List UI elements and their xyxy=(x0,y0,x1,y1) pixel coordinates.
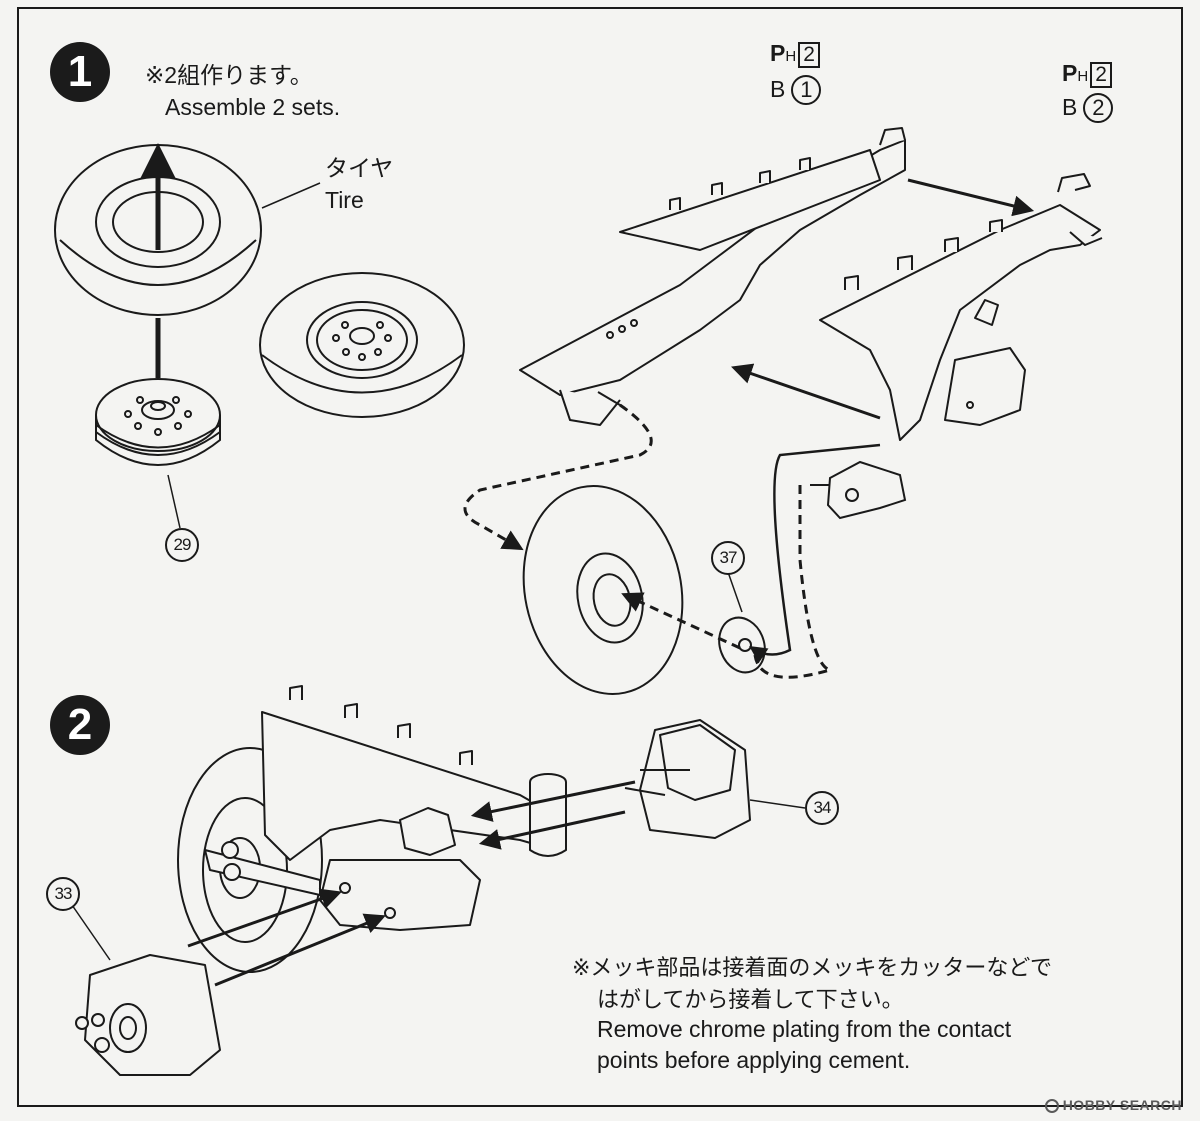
frame-b2-number: 2 xyxy=(1083,92,1114,123)
frame-join-arrow xyxy=(907,178,1035,217)
tire-callout-line xyxy=(261,182,321,209)
hobby-search-logo-icon xyxy=(1044,1099,1059,1113)
frame-b1 xyxy=(519,127,906,426)
frame-b1-letter: B xyxy=(770,76,786,102)
step2-frame xyxy=(204,685,567,931)
watermark: HOBBY SEARCH xyxy=(1044,1097,1182,1113)
side-wheel xyxy=(522,485,684,695)
box33-callout-line xyxy=(71,904,111,961)
box34-callout-line xyxy=(749,799,806,809)
page-border xyxy=(17,7,1183,1107)
part-number-33: 33 xyxy=(46,877,80,911)
step2-note-en-line2: points before applying cement. xyxy=(597,1047,911,1073)
arrow-34-upper xyxy=(470,780,636,822)
arrow-34-lower xyxy=(478,810,626,850)
box-34 xyxy=(624,719,751,839)
step-2-badge: 2 xyxy=(50,695,110,755)
watermark-text: HOBBY SEARCH xyxy=(1062,1097,1182,1113)
step1-note-jp: ※2組作ります。 xyxy=(145,62,313,88)
step-1-number: 1 xyxy=(67,47,93,96)
part-number-34: 34 xyxy=(805,791,839,825)
arrow-33-lower xyxy=(214,913,386,987)
step1-note-en: Assemble 2 sets. xyxy=(165,94,341,120)
frame-b1-number: 1 xyxy=(791,74,822,105)
arm-join-arrow xyxy=(731,363,881,420)
frame-b2 xyxy=(819,173,1103,441)
step-2-number: 2 xyxy=(67,700,93,749)
wheel-29 xyxy=(95,378,221,466)
part-number-29: 29 xyxy=(165,528,199,562)
box-33 xyxy=(75,954,221,1076)
dashed-path-wheel xyxy=(463,403,653,551)
wheel-callout-line xyxy=(167,474,181,529)
step2-note-en-line1: Remove chrome plating from the contact xyxy=(597,1016,1012,1042)
frame-b2-letter: B xyxy=(1062,94,1078,120)
step2-note-jp-line2: はがしてから接着して下さい。 xyxy=(597,987,904,1012)
tire-label-en: Tire xyxy=(325,187,364,213)
hub-callout-line xyxy=(727,571,743,613)
dashed-path-axle xyxy=(753,485,836,679)
dashed-path-hub xyxy=(621,592,741,650)
tire-label-jp: タイヤ xyxy=(325,155,394,181)
frame-b2-code-box: 2 xyxy=(1090,62,1112,88)
frame-b1-code-prefix: P xyxy=(770,40,786,66)
tire-assembled xyxy=(259,272,465,418)
suspension-arm xyxy=(810,460,907,520)
step2-note-jp-line1: ※メッキ部品は接着面のメッキをカッターなどで xyxy=(572,955,1052,980)
step-1-badge: 1 xyxy=(50,42,110,102)
frame-b2-code-sub: H xyxy=(1077,68,1089,85)
frame-b2-code-prefix: P xyxy=(1062,60,1078,86)
frame-b1-code-sub: H xyxy=(785,48,797,65)
solid-path-axle xyxy=(749,443,881,664)
part-number-37: 37 xyxy=(711,541,745,575)
arrow-33-upper xyxy=(187,888,342,948)
frame-b1-code-box: 2 xyxy=(798,42,820,68)
